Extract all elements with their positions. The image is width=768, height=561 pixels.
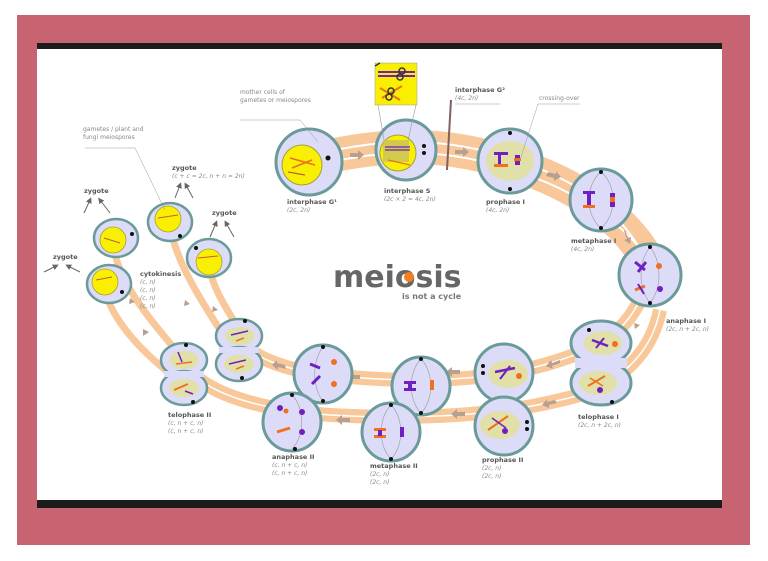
- formula-anaphase-2-a: (c, n + c, n): [272, 462, 307, 469]
- label-metaphase-1: metaphase I: [571, 237, 616, 245]
- title-text: meiosis: [333, 260, 462, 295]
- formula-anaphase-2-b: (c, n + c, n): [272, 470, 307, 477]
- formula-metaphase-2-a: (2c, n): [370, 471, 389, 478]
- cell-telophase-1[interactable]: [569, 319, 633, 407]
- cell-telophase-2-lower[interactable]: [159, 341, 209, 407]
- zygote-arrow: [98, 197, 111, 214]
- cell-prophase-2-lower[interactable]: [473, 395, 535, 457]
- label-zygote-c: zygote: [53, 253, 78, 261]
- formula-metaphase-1: (4c, 2n): [571, 246, 594, 253]
- flow-arrow: [624, 230, 631, 244]
- label-cytokinesis: cytokinesis: [140, 270, 181, 278]
- label-telophase-1: telophase I: [578, 413, 619, 421]
- annotation-gametes-1: gametes / plant and: [83, 126, 144, 133]
- flow-arrow: [184, 300, 190, 312]
- leader-mother-cells: [240, 119, 319, 143]
- formula-cytokinesis-c: (c, n): [140, 295, 156, 302]
- label-zygote-b: zygote: [212, 209, 237, 217]
- zygote-arrow: [43, 264, 59, 273]
- formula-prophase-2-a: (2c, n): [482, 465, 501, 472]
- cell-interphase-g1[interactable]: [274, 127, 344, 197]
- label-interphase-g2: interphase G²: [455, 86, 505, 94]
- zygote-arrow: [224, 220, 235, 238]
- flow-arrow: [350, 150, 364, 160]
- formula-prophase-1: (4c, 2n): [486, 207, 509, 214]
- formula-interphase-g1: (2c, 2n): [287, 207, 310, 214]
- flow-arrow: [634, 318, 640, 329]
- cell-telophase-2-upper[interactable]: [214, 317, 264, 383]
- bottom-bar: [37, 500, 722, 508]
- label-metaphase-2: metaphase II: [370, 462, 418, 470]
- formula-telophase-1: (2c, n + 2c, n): [578, 422, 621, 429]
- gamete-cell-2[interactable]: [146, 201, 194, 243]
- annotation-mother-cells-1: mother cells of: [240, 89, 286, 96]
- formula-prophase-2-b: (2c, n): [482, 473, 501, 480]
- formula-telophase-2-b: (c, n + c, n): [168, 428, 203, 435]
- label-anaphase-2: anaphase II: [272, 453, 314, 461]
- label-prophase-2: prophase II: [482, 456, 523, 464]
- label-prophase-1: prophase I: [486, 198, 525, 206]
- cell-metaphase-2-lower[interactable]: [360, 401, 422, 463]
- formula-cytokinesis-b: (c, n): [140, 287, 156, 294]
- cell-prophase-2-upper[interactable]: [473, 342, 535, 404]
- gamete-cell-3[interactable]: [185, 237, 233, 279]
- annotation-gametes-2: fungi meiospores: [83, 134, 135, 141]
- zygote-arrows: [43, 182, 235, 273]
- flow-arrows: [129, 147, 640, 425]
- gamete-cell-4[interactable]: [85, 263, 133, 305]
- cell-metaphase-2-upper[interactable]: [390, 355, 452, 417]
- flow-arrow: [212, 306, 218, 318]
- leader-gametes: [85, 147, 166, 211]
- zygote-arrow: [209, 220, 218, 238]
- formula-metaphase-2-b: (2c, n): [370, 479, 389, 486]
- label-zygote-a: zygote: [84, 187, 109, 195]
- label-telophase-2: telophase II: [168, 411, 211, 419]
- flow-arrow: [546, 171, 561, 181]
- label-interphase-s: interphase S: [384, 187, 431, 195]
- flow-arrow: [336, 415, 350, 425]
- flow-arrow: [143, 329, 150, 340]
- interphase-g2-marker: [446, 99, 452, 171]
- crossing-over-inset: [374, 62, 418, 141]
- cell-metaphase-1[interactable]: [568, 167, 634, 233]
- title-group: meiosis is not a cycle: [333, 260, 462, 301]
- annotation-mother-cells-2: gametes or meiospores: [240, 97, 311, 104]
- subtitle-text: is not a cycle: [402, 292, 462, 301]
- flow-arrow: [129, 298, 135, 310]
- zygote-arrow: [83, 197, 92, 214]
- zygote-arrow: [184, 182, 194, 199]
- formula-anaphase-1: (2c, n + 2c, n): [666, 326, 709, 333]
- flow-arrow: [546, 360, 560, 369]
- leader-crossing-over: [519, 103, 580, 161]
- annotation-crossing-over: crossing-over: [539, 95, 580, 102]
- zygote-arrow: [174, 182, 182, 199]
- cell-prophase-1[interactable]: [476, 127, 544, 195]
- formula-interphase-s: (2c × 2 = 4c, 2n): [384, 196, 436, 203]
- gamete-cell-1[interactable]: [92, 217, 140, 259]
- top-bar: [37, 43, 722, 49]
- formula-telophase-2-a: (c, n + c, n): [168, 420, 203, 427]
- cell-anaphase-2-lower[interactable]: [261, 391, 323, 453]
- formula-cytokinesis-a: (c, n): [140, 279, 156, 286]
- leader-lines: [85, 103, 580, 211]
- formula-zygote-main: (c + c = 2c, n + n = 2n): [172, 173, 245, 180]
- flow-arrow: [542, 399, 557, 408]
- title-accent-dot: [404, 272, 414, 282]
- cell-anaphase-1[interactable]: [617, 242, 683, 308]
- formula-interphase-g2: (4c, 2n): [455, 95, 478, 102]
- label-zygote-main: zygote: [172, 164, 197, 172]
- flow-arrow: [446, 367, 460, 377]
- flow-arrow: [451, 409, 465, 419]
- flow-arrow: [455, 147, 469, 157]
- label-anaphase-1: anaphase I: [666, 317, 706, 325]
- cell-interphase-s[interactable]: [374, 118, 438, 182]
- zygote-arrow: [65, 264, 81, 273]
- formula-cytokinesis-d: (c, n): [140, 303, 156, 310]
- label-interphase-g1: interphase G¹: [287, 198, 337, 206]
- cell-anaphase-2-upper[interactable]: [292, 343, 354, 405]
- flow-arrow: [272, 360, 286, 370]
